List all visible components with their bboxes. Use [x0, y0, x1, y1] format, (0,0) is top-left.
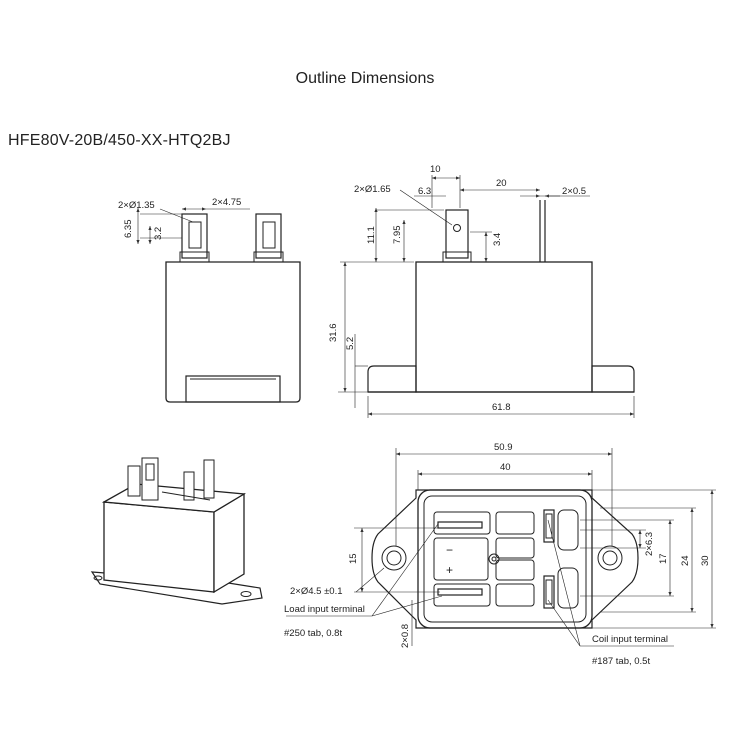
front-view: [338, 175, 635, 418]
coil-tab-label: #187 tab, 0.5t: [592, 656, 650, 667]
front-dim-10: 10: [430, 164, 441, 175]
front-dim-795: 7.95: [392, 226, 403, 245]
bottom-dim-17: 17: [658, 553, 669, 564]
front-dim-20: 20: [496, 178, 507, 189]
side-dim-635: 6.35: [123, 220, 134, 239]
mount-hole-label: 2×Ø4.5 ±0.1: [290, 586, 343, 597]
model-number: HFE80V-20B/450-XX-HTQ2BJ: [8, 132, 231, 149]
bottom-view: [286, 448, 716, 647]
bottom-dim-509: 50.9: [494, 442, 513, 453]
bottom-dim-2x08: 2×0.8: [400, 624, 411, 648]
bottom-dim-24: 24: [680, 555, 691, 566]
bottom-dim-2x63: 2×6.3: [644, 532, 655, 556]
minus-sign: −: [446, 543, 453, 557]
plus-sign: +: [446, 563, 453, 577]
bottom-dim-15: 15: [348, 553, 359, 564]
coil-terminal-label: Coil input terminal: [592, 634, 668, 645]
front-dim-111: 11.1: [366, 226, 377, 244]
front-dim-618: 61.8: [492, 402, 511, 413]
side-hole-dia-label: 2×Ø1.35: [118, 200, 155, 211]
front-dim-316: 31.6: [328, 324, 339, 343]
front-dim-34: 3.4: [492, 233, 503, 246]
side-view: [136, 207, 301, 403]
front-hole-dia-label: 2×Ø1.65: [354, 184, 391, 195]
bottom-dim-30: 30: [700, 555, 711, 566]
drawing-title: Outline Dimensions: [295, 70, 435, 87]
isometric-view: [90, 457, 263, 605]
side-tab-width-label: 2×4.75: [212, 197, 241, 208]
side-dim-32: 3.2: [153, 227, 164, 240]
load-tab-label: #250 tab, 0.8t: [284, 628, 342, 639]
load-terminal-label: Load input terminal: [284, 604, 365, 615]
front-dim-2x05: 2×0.5: [562, 186, 586, 197]
front-dim-63: 6.3: [418, 186, 431, 197]
front-dim-52: 5.2: [345, 337, 356, 350]
bottom-dim-40: 40: [500, 462, 511, 473]
